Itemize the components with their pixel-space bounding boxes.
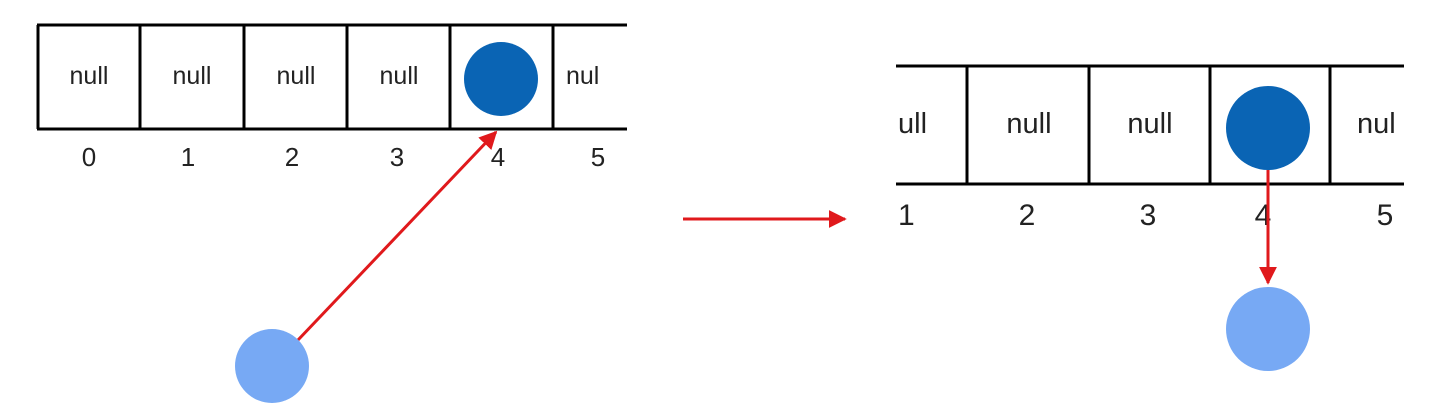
left-cell-2: null xyxy=(277,62,316,90)
left-index-4: 4 xyxy=(491,142,505,172)
left-index-1: 1 xyxy=(181,142,195,172)
left-index-3: 3 xyxy=(390,142,404,172)
right-chained-node xyxy=(1226,287,1310,371)
right-array: ull null null nul 1 2 3 4 5 xyxy=(896,64,1404,371)
right-index-2: 2 xyxy=(1019,199,1036,232)
left-cell-1: null xyxy=(173,62,212,90)
right-cell-2: null xyxy=(1006,108,1051,140)
left-cell-3: null xyxy=(380,62,419,90)
left-index-0: 0 xyxy=(82,142,96,172)
left-index-5: 5 xyxy=(591,142,605,172)
right-index-1: 1 xyxy=(898,199,915,232)
left-incoming-node xyxy=(235,329,309,403)
right-bucket-node xyxy=(1226,86,1310,170)
left-insert-arrow xyxy=(296,130,498,342)
left-array: null null null null nul 0 1 2 3 4 5 xyxy=(36,23,627,403)
left-bucket-node xyxy=(464,42,538,116)
right-index-3: 3 xyxy=(1140,199,1157,232)
right-cell-1: ull xyxy=(898,108,927,140)
left-cell-5: nul xyxy=(566,62,599,90)
left-cell-0: null xyxy=(70,62,109,90)
right-cell-5: nul xyxy=(1357,108,1396,140)
right-index-5: 5 xyxy=(1377,199,1394,232)
right-cell-3: null xyxy=(1127,108,1172,140)
left-index-2: 2 xyxy=(285,142,299,172)
